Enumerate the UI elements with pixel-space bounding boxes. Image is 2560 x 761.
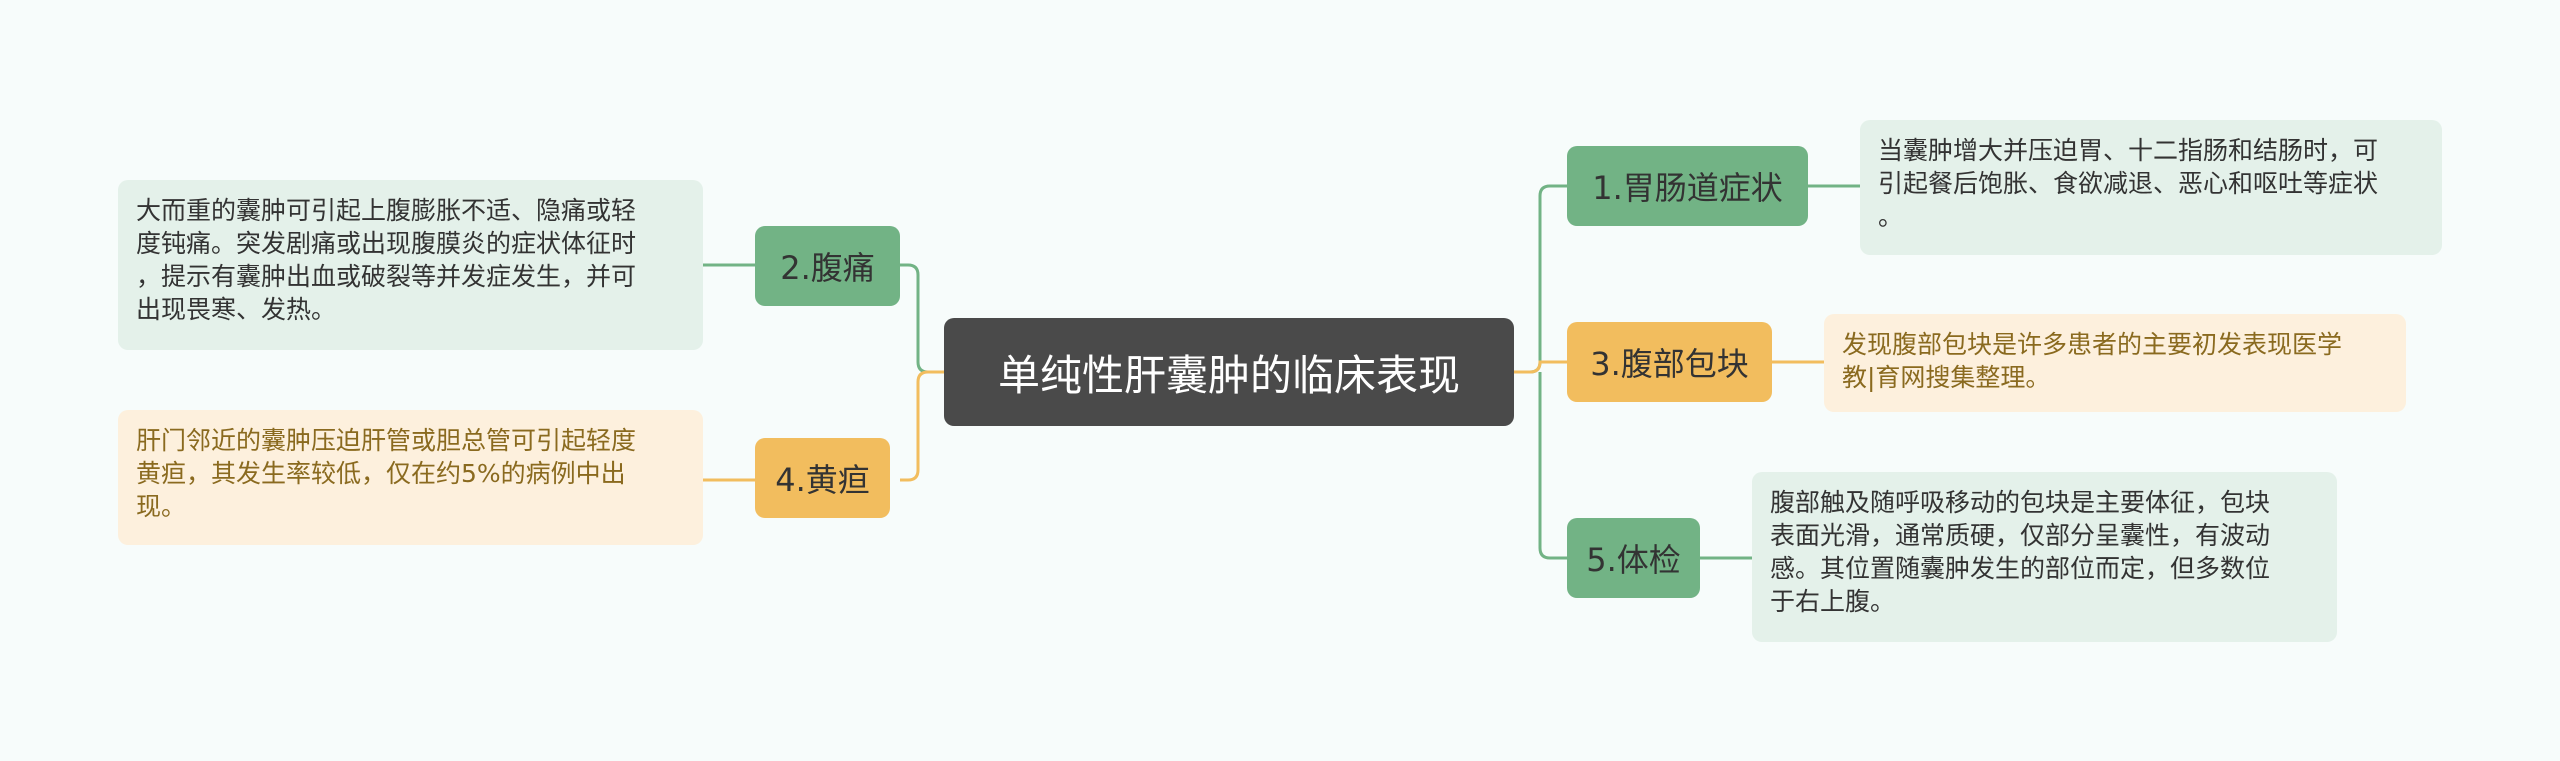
detail-abdominal-pain: 大而重的囊肿可引起上腹膨胀不适、隐痛或轻 度钝痛。突发剧痛或出现腹膜炎的症状体征… — [118, 180, 703, 350]
link-root-b4 — [900, 370, 944, 482]
branch-abdominal-mass[interactable]: 3.腹部包块 — [1567, 322, 1772, 402]
link-root-b1 — [1514, 184, 1567, 374]
branch-gi-symptoms[interactable]: 1.胃肠道症状 — [1567, 146, 1808, 226]
detail-gi-symptoms: 当囊肿增大并压迫胃、十二指肠和结肠时，可 引起餐后饱胀、食欲减退、恶心和呕吐等症… — [1860, 120, 2442, 255]
link-root-b5 — [1538, 372, 1567, 560]
detail-jaundice: 肝门邻近的囊肿压迫肝管或胆总管可引起轻度 黄疸，其发生率较低，仅在约5%的病例中… — [118, 410, 703, 545]
detail-physical-exam: 腹部触及随呼吸移动的包块是主要体征，包块 表面光滑，通常质硬，仅部分呈囊性，有波… — [1752, 472, 2337, 642]
root-topic[interactable]: 单纯性肝囊肿的临床表现 — [944, 318, 1514, 426]
detail-abdominal-mass: 发现腹部包块是许多患者的主要初发表现医学 教|育网搜集整理。 — [1824, 314, 2406, 412]
link-root-b3 — [1514, 360, 1567, 374]
branch-physical-exam[interactable]: 5.体检 — [1567, 518, 1700, 598]
branch-jaundice[interactable]: 4.黄疸 — [755, 438, 890, 518]
link-root-b2 — [900, 263, 944, 374]
branch-abdominal-pain[interactable]: 2.腹痛 — [755, 226, 900, 306]
